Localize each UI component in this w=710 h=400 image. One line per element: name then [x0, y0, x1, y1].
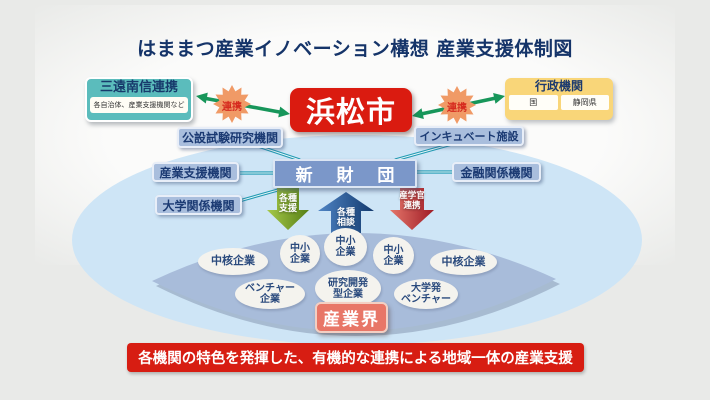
company-circle-sme-2: 中小 企業 — [324, 228, 367, 266]
consult-arrow — [318, 192, 374, 233]
org-box-public-research: 公設試験研究機関 — [177, 127, 283, 148]
support-arrow — [267, 188, 309, 230]
page-title: はままつ産業イノベーション構想 産業支援体制図 — [137, 38, 573, 60]
gov-agency-box: 行政機関 国 静岡県 — [505, 78, 613, 120]
org-box-industry-support: 産業支援機関 — [152, 162, 239, 182]
foundation-box: 新 財 団 — [273, 159, 417, 188]
hamamatsu-city-box: 浜松市 — [290, 88, 412, 132]
org-box-university: 大学関係機関 — [155, 195, 242, 215]
connector-highlights — [231, 143, 455, 204]
gov-title: 行政機関 — [534, 79, 583, 93]
industry-world-box: 産業界 — [315, 302, 388, 333]
company-circle-core-right: 中核企業 — [430, 249, 497, 275]
collab-arrow — [390, 188, 434, 230]
org-box-finance: 金融関係機関 — [452, 162, 541, 182]
gov-member-shizuoka: 静岡県 — [560, 95, 609, 110]
sanen-title: 三遠南信連携 — [99, 80, 178, 95]
company-circle-core-left: 中核企業 — [198, 248, 268, 275]
company-circle-sme-1: 中小 企業 — [280, 235, 320, 272]
company-circle-univ-venture: 大学発 ベンチャー — [394, 279, 458, 309]
bottom-banner: 各機関の特色を発揮した、有機的な連携による地域一体の産業支援 — [127, 343, 584, 372]
sanen-partner-box: 三遠南信連携 各自治体、産業支援機関など — [85, 77, 193, 122]
collab-arrow-label: 産学官 連携 — [399, 191, 425, 211]
renkei-label-right: 連携 — [447, 103, 467, 114]
org-box-incubator: インキュベート施設 — [414, 126, 524, 146]
company-circle-venture: ベンチャー 企業 — [235, 279, 305, 309]
consult-arrow-label: 各種 相談 — [336, 208, 355, 229]
support-arrow-label: 各種 支援 — [278, 194, 297, 215]
company-circle-sme-3: 中小 企業 — [373, 237, 414, 274]
sanen-note: 各自治体、産業支援機関など — [90, 97, 188, 113]
gov-member-national: 国 — [509, 95, 558, 110]
renkei-label-left: 連携 — [222, 102, 242, 113]
company-circle-rnd: 研究開発 型企業 — [315, 270, 381, 307]
